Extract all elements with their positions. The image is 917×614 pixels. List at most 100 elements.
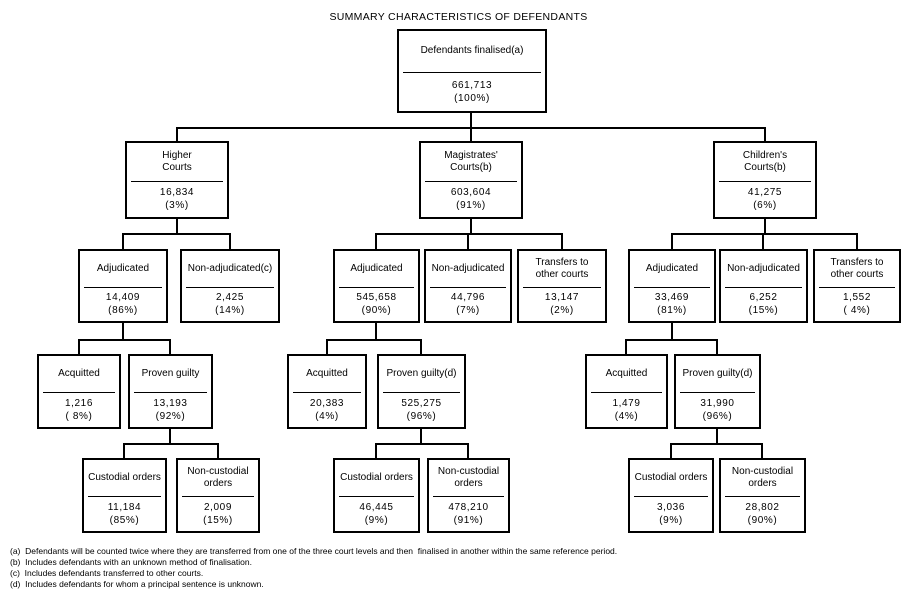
footnote-d: (d) Includes defendants for whom a princ… xyxy=(10,579,264,589)
node-value-block: 2,009 (15%) xyxy=(178,497,258,531)
node-value-block: 41,275 (6%) xyxy=(715,182,815,217)
node-magistrates-non-custodial-orders: Non-custodial orders 478,210 (91%) xyxy=(427,458,510,533)
node-magistrates-adjudicated: Adjudicated 545,658 (90%) xyxy=(333,249,420,323)
node-value-block: 661,713 (100%) xyxy=(399,73,545,111)
connector-line xyxy=(326,339,422,341)
connector-line xyxy=(671,233,858,235)
node-higher-non-custodial-orders: Non-custodial orders 2,009 (15%) xyxy=(176,458,260,533)
node-childrens-acquitted: Acquitted 1,479 (4%) xyxy=(585,354,668,429)
node-value-block: 3,036 (9%) xyxy=(630,497,712,531)
connector-line xyxy=(671,233,673,249)
footnote-b: (b) Includes defendants with an unknown … xyxy=(10,557,252,567)
node-percent: (90%) xyxy=(361,305,392,317)
node-value-block: 16,834 (3%) xyxy=(127,182,227,217)
node-label: Non-custodial orders xyxy=(182,460,254,498)
node-higher-custodial-orders: Custodial orders 11,184 (85%) xyxy=(82,458,167,533)
node-label: Non-adjudicated xyxy=(430,251,506,288)
node-value: 1,479 xyxy=(612,398,641,410)
node-value-block: 1,552 ( 4%) xyxy=(815,288,899,321)
node-label: Transfers to other courts xyxy=(819,251,895,288)
node-value: 13,147 xyxy=(544,292,580,304)
node-percent: (85%) xyxy=(109,515,140,527)
node-value: 2,009 xyxy=(203,502,233,514)
node-value: 1,216 xyxy=(64,398,94,410)
node-label: Custodial orders xyxy=(634,460,708,498)
node-percent: (2%) xyxy=(550,305,574,317)
node-value-block: 525,275 (96%) xyxy=(379,393,464,427)
node-value-block: 2,425 (14%) xyxy=(182,288,278,321)
connector-line xyxy=(670,443,763,445)
node-value-block: 545,658 (90%) xyxy=(335,288,418,321)
node-value-block: 13,193 (92%) xyxy=(130,393,211,427)
node-childrens-non-adjudicated: Non-adjudicated 6,252 (15%) xyxy=(719,249,808,323)
connector-line xyxy=(561,233,563,249)
node-percent: (92%) xyxy=(155,411,186,423)
connector-line xyxy=(420,429,422,445)
connector-line xyxy=(625,339,718,341)
node-percent: (4%) xyxy=(315,411,339,423)
connector-line xyxy=(420,339,422,354)
node-label: Custodial orders xyxy=(88,460,161,498)
node-label: Transfers to other courts xyxy=(523,251,601,288)
node-value-block: 1,479 (4%) xyxy=(587,393,666,427)
node-value: 41,275 xyxy=(747,187,783,199)
connector-line xyxy=(467,233,469,249)
node-value: 1,552 xyxy=(842,292,872,304)
node-value: 13,193 xyxy=(153,398,188,410)
node-value: 14,409 xyxy=(105,292,141,304)
node-value-block: 11,184 (85%) xyxy=(84,497,165,531)
node-label: Adjudicated xyxy=(339,251,414,288)
connector-line xyxy=(326,339,328,354)
node-value-block: 20,383 (4%) xyxy=(289,393,365,427)
node-value: 28,802 xyxy=(745,502,780,514)
node-value: 44,796 xyxy=(450,292,486,304)
connector-line xyxy=(123,443,219,445)
node-higher-non-adjudicated: Non-adjudicated(c) 2,425 (14%) xyxy=(180,249,280,323)
node-percent: (9%) xyxy=(659,515,683,527)
node-higher-acquitted: Acquitted 1,216 ( 8%) xyxy=(37,354,121,429)
node-percent: (15%) xyxy=(203,515,233,527)
node-label: Acquitted xyxy=(293,356,361,394)
connector-line xyxy=(122,233,124,249)
connector-line xyxy=(467,443,469,458)
node-value-block: 13,147 (2%) xyxy=(519,288,605,321)
connector-line xyxy=(375,233,563,235)
node-value-block: 44,796 (7%) xyxy=(426,288,510,321)
node-higher-courts: Higher Courts 16,834 (3%) xyxy=(125,141,229,219)
connector-line xyxy=(470,219,472,235)
node-magistrates-custodial-orders: Custodial orders 46,445 (9%) xyxy=(333,458,420,533)
node-label: Non-custodial orders xyxy=(433,460,504,498)
node-higher-proven-guilty: Proven guilty 13,193 (92%) xyxy=(128,354,213,429)
node-label: Defendants finalised(a) xyxy=(403,31,541,73)
node-value: 20,383 xyxy=(309,398,345,410)
connector-line xyxy=(716,429,718,445)
node-label: Children's Courts(b) xyxy=(719,143,811,182)
connector-line xyxy=(122,323,124,341)
node-label: Acquitted xyxy=(591,356,662,394)
node-value: 661,713 xyxy=(451,79,493,91)
node-percent: (96%) xyxy=(702,411,733,423)
node-label: Adjudicated xyxy=(84,251,162,288)
connector-line xyxy=(764,219,766,235)
node-percent: (15%) xyxy=(748,305,779,317)
node-childrens-transfers: Transfers to other courts 1,552 ( 4%) xyxy=(813,249,901,323)
node-value: 46,445 xyxy=(359,502,394,514)
node-label: Non-adjudicated(c) xyxy=(186,251,274,288)
node-percent: (86%) xyxy=(108,305,138,317)
node-value: 525,275 xyxy=(401,398,442,410)
node-label: Higher Courts xyxy=(131,143,223,182)
connector-line xyxy=(671,323,673,341)
node-value-block: 6,252 (15%) xyxy=(721,288,806,321)
connector-line xyxy=(229,233,231,249)
node-value: 603,604 xyxy=(450,187,492,199)
node-value-block: 1,216 ( 8%) xyxy=(39,393,119,427)
node-magistrates-courts: Magistrates' Courts(b) 603,604 (91%) xyxy=(419,141,523,219)
node-childrens-adjudicated: Adjudicated 33,469 (81%) xyxy=(628,249,716,323)
node-value-block: 603,604 (91%) xyxy=(421,182,521,217)
node-percent: (14%) xyxy=(215,305,245,317)
node-value-block: 478,210 (91%) xyxy=(429,497,508,531)
connector-line xyxy=(764,127,766,141)
node-magistrates-non-adjudicated: Non-adjudicated 44,796 (7%) xyxy=(424,249,512,323)
node-label: Non-custodial orders xyxy=(725,460,800,498)
